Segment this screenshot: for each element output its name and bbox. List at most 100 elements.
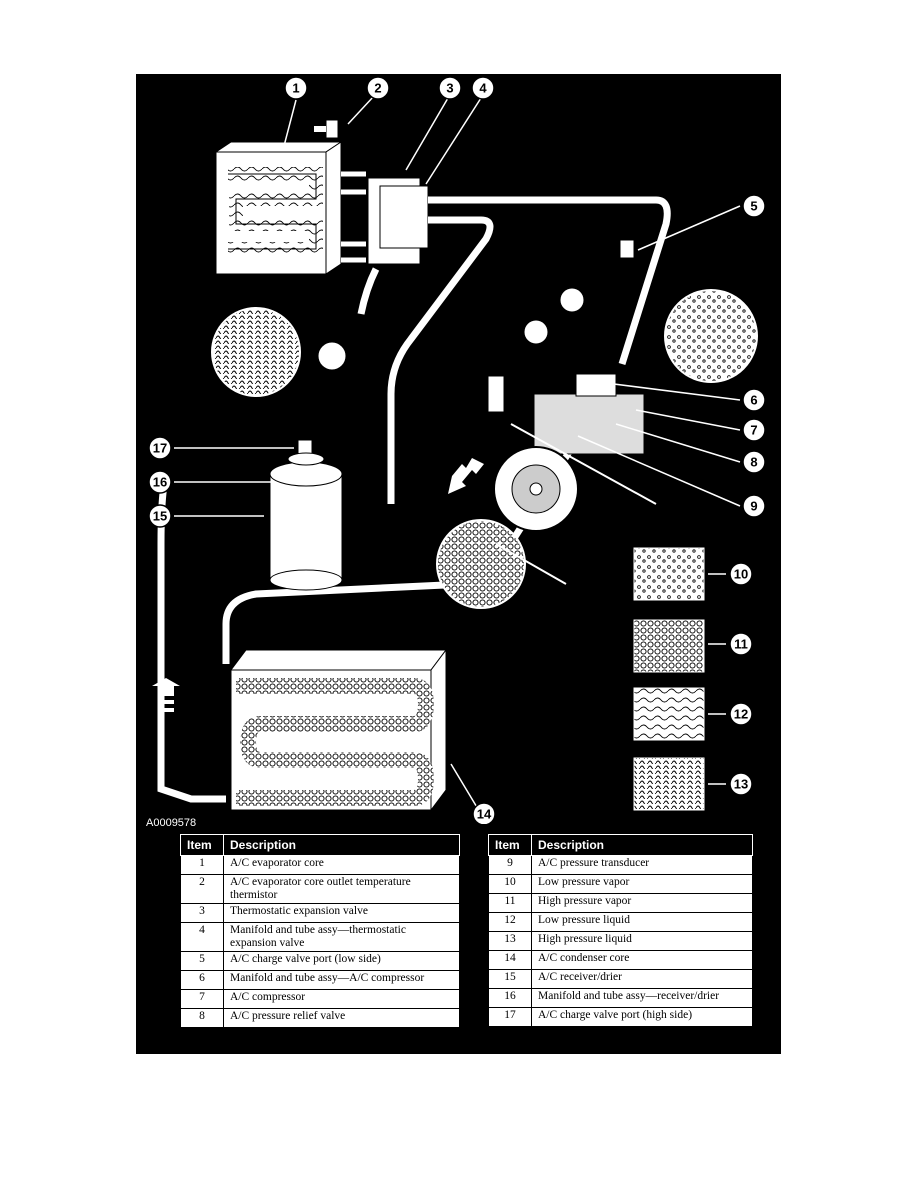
evaporator-core <box>214 141 343 275</box>
svg-text:7: 7 <box>750 423 757 438</box>
callout-14: 14 <box>472 802 496 824</box>
callout-3: 3 <box>438 76 462 100</box>
svg-text:8: 8 <box>750 455 757 470</box>
legend-item-description: Thermostatic expansion valve <box>223 903 460 923</box>
legend-item-description: A/C pressure transducer <box>531 855 753 875</box>
legend-item-number: 17 <box>488 1007 532 1027</box>
callout-10: 10 <box>729 562 753 586</box>
legend-item-number: 16 <box>488 988 532 1008</box>
legend-item-number: 11 <box>488 893 532 913</box>
charge-ports <box>487 239 635 413</box>
svg-text:4: 4 <box>479 81 487 96</box>
svg-text:14: 14 <box>477 807 492 822</box>
callout-9: 9 <box>742 494 766 518</box>
legend-item-description: A/C compressor <box>223 989 460 1009</box>
callout-1: 1 <box>284 76 308 100</box>
legend-item-number: 8 <box>180 1008 224 1028</box>
legend-item-number: 13 <box>488 931 532 951</box>
svg-text:9: 9 <box>750 499 757 514</box>
legend-item-description: A/C condenser core <box>531 950 753 970</box>
callout-7: 7 <box>742 418 766 442</box>
legend-item-description: A/C charge valve port (low side) <box>223 951 460 971</box>
legend-item-number: 1 <box>180 855 224 875</box>
callout-11: 11 <box>729 632 753 656</box>
legend-item-description: A/C pressure relief valve <box>223 1008 460 1028</box>
svg-text:13: 13 <box>734 777 748 792</box>
flow-arrows <box>152 458 484 712</box>
svg-text:6: 6 <box>750 393 757 408</box>
legend-item-number: 15 <box>488 969 532 989</box>
callout-13: 13 <box>729 772 753 796</box>
callout-15: 15 <box>148 504 172 528</box>
svg-text:2: 2 <box>374 81 381 96</box>
callout-12: 12 <box>729 702 753 726</box>
gauges <box>317 287 585 371</box>
compressor <box>493 373 657 585</box>
detail-magnifiers <box>211 289 758 609</box>
callout-17: 17 <box>148 436 172 460</box>
legend-item-description: Manifold and tube assy—A/C compressor <box>223 970 460 990</box>
figure-id: A0009578 <box>146 817 197 829</box>
expansion-valve <box>341 171 429 265</box>
receiver-drier <box>269 439 343 591</box>
legend-item-number: 5 <box>180 951 224 971</box>
condenser-core <box>230 648 447 812</box>
svg-text:16: 16 <box>153 475 167 490</box>
legend-item-description: Low pressure vapor <box>531 874 753 894</box>
legend-item-number: 6 <box>180 970 224 990</box>
svg-text:11: 11 <box>734 637 748 652</box>
legend-header-item: Item <box>488 834 532 856</box>
legend-item-number: 12 <box>488 912 532 932</box>
legend-item-number: 3 <box>180 903 224 923</box>
svg-text:17: 17 <box>153 441 167 456</box>
callout-6: 6 <box>742 388 766 412</box>
legend-item-number: 4 <box>180 922 224 952</box>
legend-item-description: A/C evaporator core outlet temperature t… <box>223 874 460 904</box>
legend-item-number: 7 <box>180 989 224 1009</box>
legend-item-number: 9 <box>488 855 532 875</box>
legend-item-number: 10 <box>488 874 532 894</box>
pressure-swatches <box>633 547 705 811</box>
callout-5: 5 <box>742 194 766 218</box>
legend-item-description: High pressure vapor <box>531 893 753 913</box>
callout-2: 2 <box>366 76 390 100</box>
legend-item-description: Manifold and tube assy—receiver/drier <box>531 988 753 1008</box>
legend-item-description: High pressure liquid <box>531 931 753 951</box>
legend-item-description: A/C evaporator core <box>223 855 460 875</box>
legend-header-description: Description <box>531 834 753 856</box>
legend-item-description: Low pressure liquid <box>531 912 753 932</box>
svg-text:15: 15 <box>153 509 167 524</box>
legend-item-number: 2 <box>180 874 224 904</box>
legend-header-item: Item <box>180 834 224 856</box>
callout-8: 8 <box>742 450 766 474</box>
svg-text:12: 12 <box>734 707 748 722</box>
legend-item-description: Manifold and tube assy—thermostatic expa… <box>223 922 460 952</box>
svg-text:1: 1 <box>292 81 299 96</box>
svg-text:3: 3 <box>446 81 453 96</box>
legend-item-description: A/C receiver/drier <box>531 969 753 989</box>
legend-item-description: A/C charge valve port (high side) <box>531 1007 753 1027</box>
legend-item-number: 14 <box>488 950 532 970</box>
svg-text:10: 10 <box>734 567 748 582</box>
legend-header-description: Description <box>223 834 460 856</box>
